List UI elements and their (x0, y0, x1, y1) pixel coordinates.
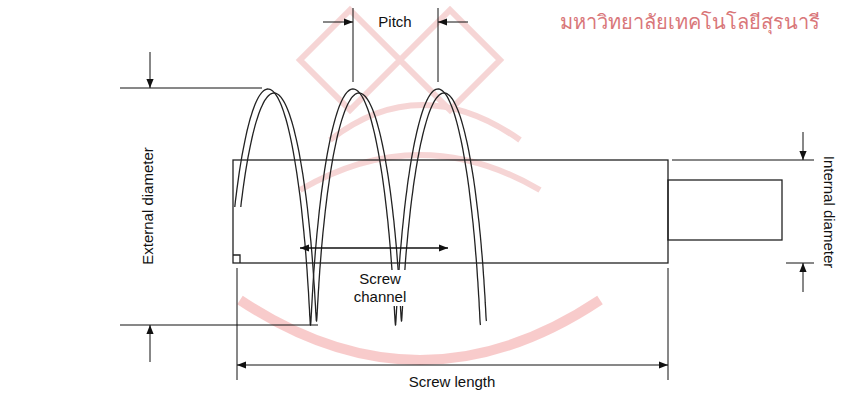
pitch-label: Pitch (378, 13, 411, 31)
channel-dimension (300, 247, 448, 249)
internal-diameter-dimension (672, 132, 814, 292)
external-diameter-label: External diameter (139, 147, 157, 265)
watermark-text: มหาวิทยาลัยเทคโนโลยีสุรนารี (560, 10, 820, 34)
flight-edge (235, 89, 481, 325)
length-dimension (237, 268, 668, 380)
screw-flight (235, 89, 487, 325)
channel-label: Screw channel (346, 270, 414, 306)
length-label: Screw length (409, 373, 496, 391)
internal-diameter-label: Internal diameter (820, 156, 838, 269)
external-diameter-dimension (120, 52, 318, 362)
flight-edge (241, 93, 487, 321)
pitch-dimension (323, 8, 468, 82)
screw-shaft (233, 160, 782, 263)
watermark-emblem (240, 10, 600, 360)
